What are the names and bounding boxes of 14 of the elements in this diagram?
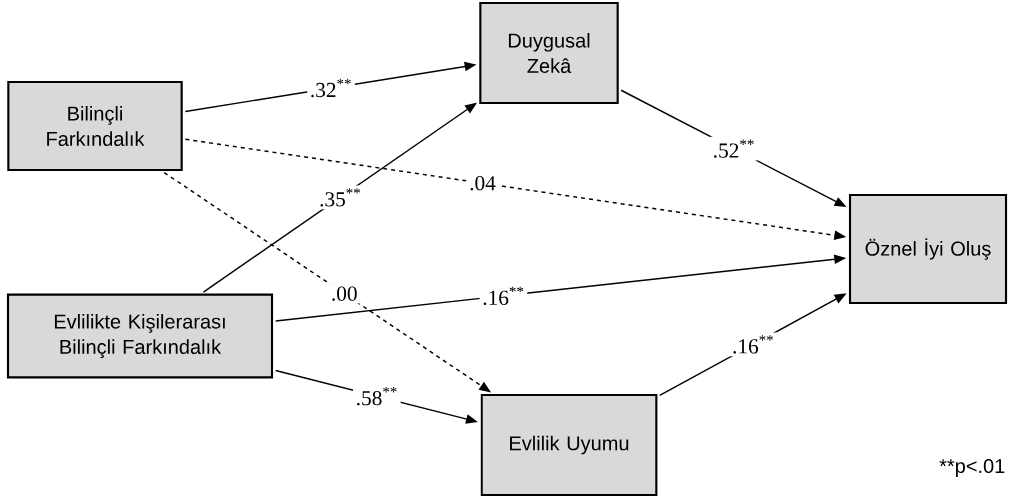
path-coefficient: .52$^{**}$ [710,136,758,161]
significance-note: **p<.01 [939,458,1005,478]
path-coefficient: .35$^{**}$ [316,185,365,210]
path-coefficient: .16$^{**}$ [729,332,777,357]
path-coefficient: .04 [466,173,499,194]
variable-box: Bilinçli Farkındalık [7,80,183,172]
path-coefficient: .32$^{**}$ [307,76,355,100]
path-coefficient: .00 [328,283,361,304]
path-coefficient: .58$^{**}$ [353,384,401,409]
variable-box: Evlilik Uyumu [480,393,658,496]
path-coefficient: .16$^{**}$ [479,284,528,308]
variable-box: Evlilikte Kişilerarası Bilinçli Farkındalık [6,293,274,379]
variable-box: Duygusal Zekâ [479,1,619,105]
variable-box: Öznel İyi Oluş [848,193,1008,305]
